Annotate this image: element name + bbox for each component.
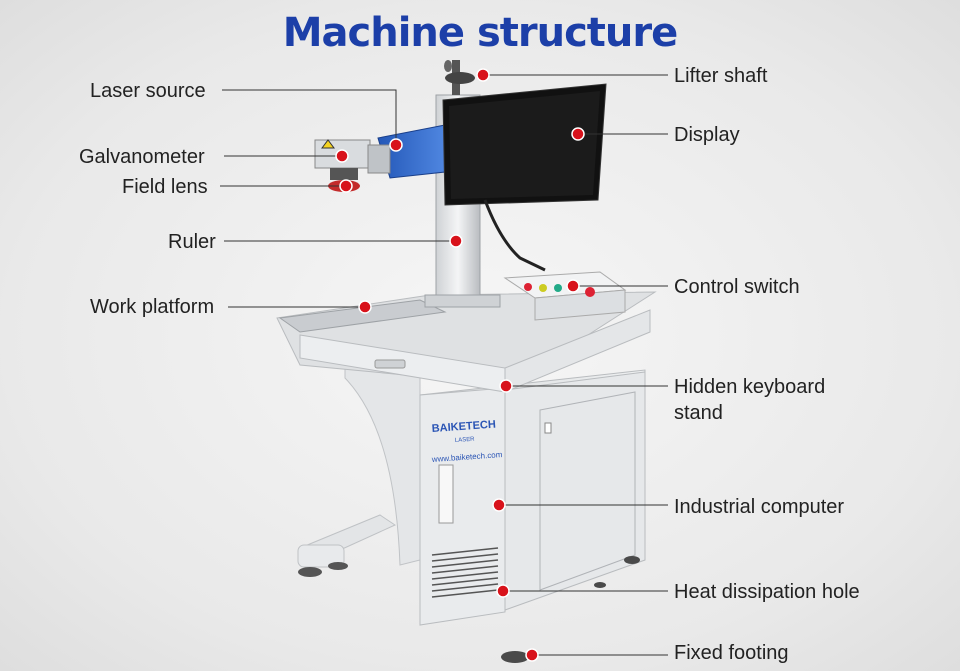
marker-industrial-computer xyxy=(492,498,506,512)
marker-hidden-keyboard-stand xyxy=(499,379,513,393)
marker-display xyxy=(571,127,585,141)
page-title: Machine structure xyxy=(282,10,679,56)
label-heat-dissipation-hole: Heat dissipation hole xyxy=(674,581,860,603)
label-control-switch: Control switch xyxy=(674,276,800,298)
marker-laser-source xyxy=(389,138,403,152)
marker-heat-dissipation-hole xyxy=(496,584,510,598)
label-hidden-keyboard-stand: Hidden keyboard stand xyxy=(674,376,826,424)
label-ruler: Ruler xyxy=(168,231,216,253)
label-work-platform: Work platform xyxy=(90,296,215,318)
left-support xyxy=(344,359,421,566)
label-industrial-computer: Industrial computer xyxy=(674,496,845,518)
label-laser-source: Laser source xyxy=(90,80,206,102)
label-galvanometer: Galvanometer xyxy=(79,146,205,168)
marker-galvanometer xyxy=(335,149,349,163)
label-lifter-shaft: Lifter shaft xyxy=(674,65,768,87)
marker-lifter-shaft xyxy=(476,68,490,82)
label-field-lens: Field lens xyxy=(122,176,208,198)
marker-ruler xyxy=(449,234,463,248)
monitor xyxy=(442,83,607,272)
brand-name: BAIKETECH xyxy=(431,419,496,435)
label-fixed-footing: Fixed footing xyxy=(674,642,789,664)
brand-sub: LASER xyxy=(455,437,476,444)
marker-fixed-footing xyxy=(525,648,539,662)
marker-work-platform xyxy=(358,300,372,314)
marker-control-switch xyxy=(566,279,580,293)
control-box xyxy=(503,271,627,321)
lifter-handle xyxy=(444,60,475,95)
marker-field-lens xyxy=(339,179,353,193)
label-display: Display xyxy=(674,124,740,146)
laser-head xyxy=(314,124,446,192)
base-leg xyxy=(297,514,397,577)
cabinet xyxy=(419,369,646,663)
